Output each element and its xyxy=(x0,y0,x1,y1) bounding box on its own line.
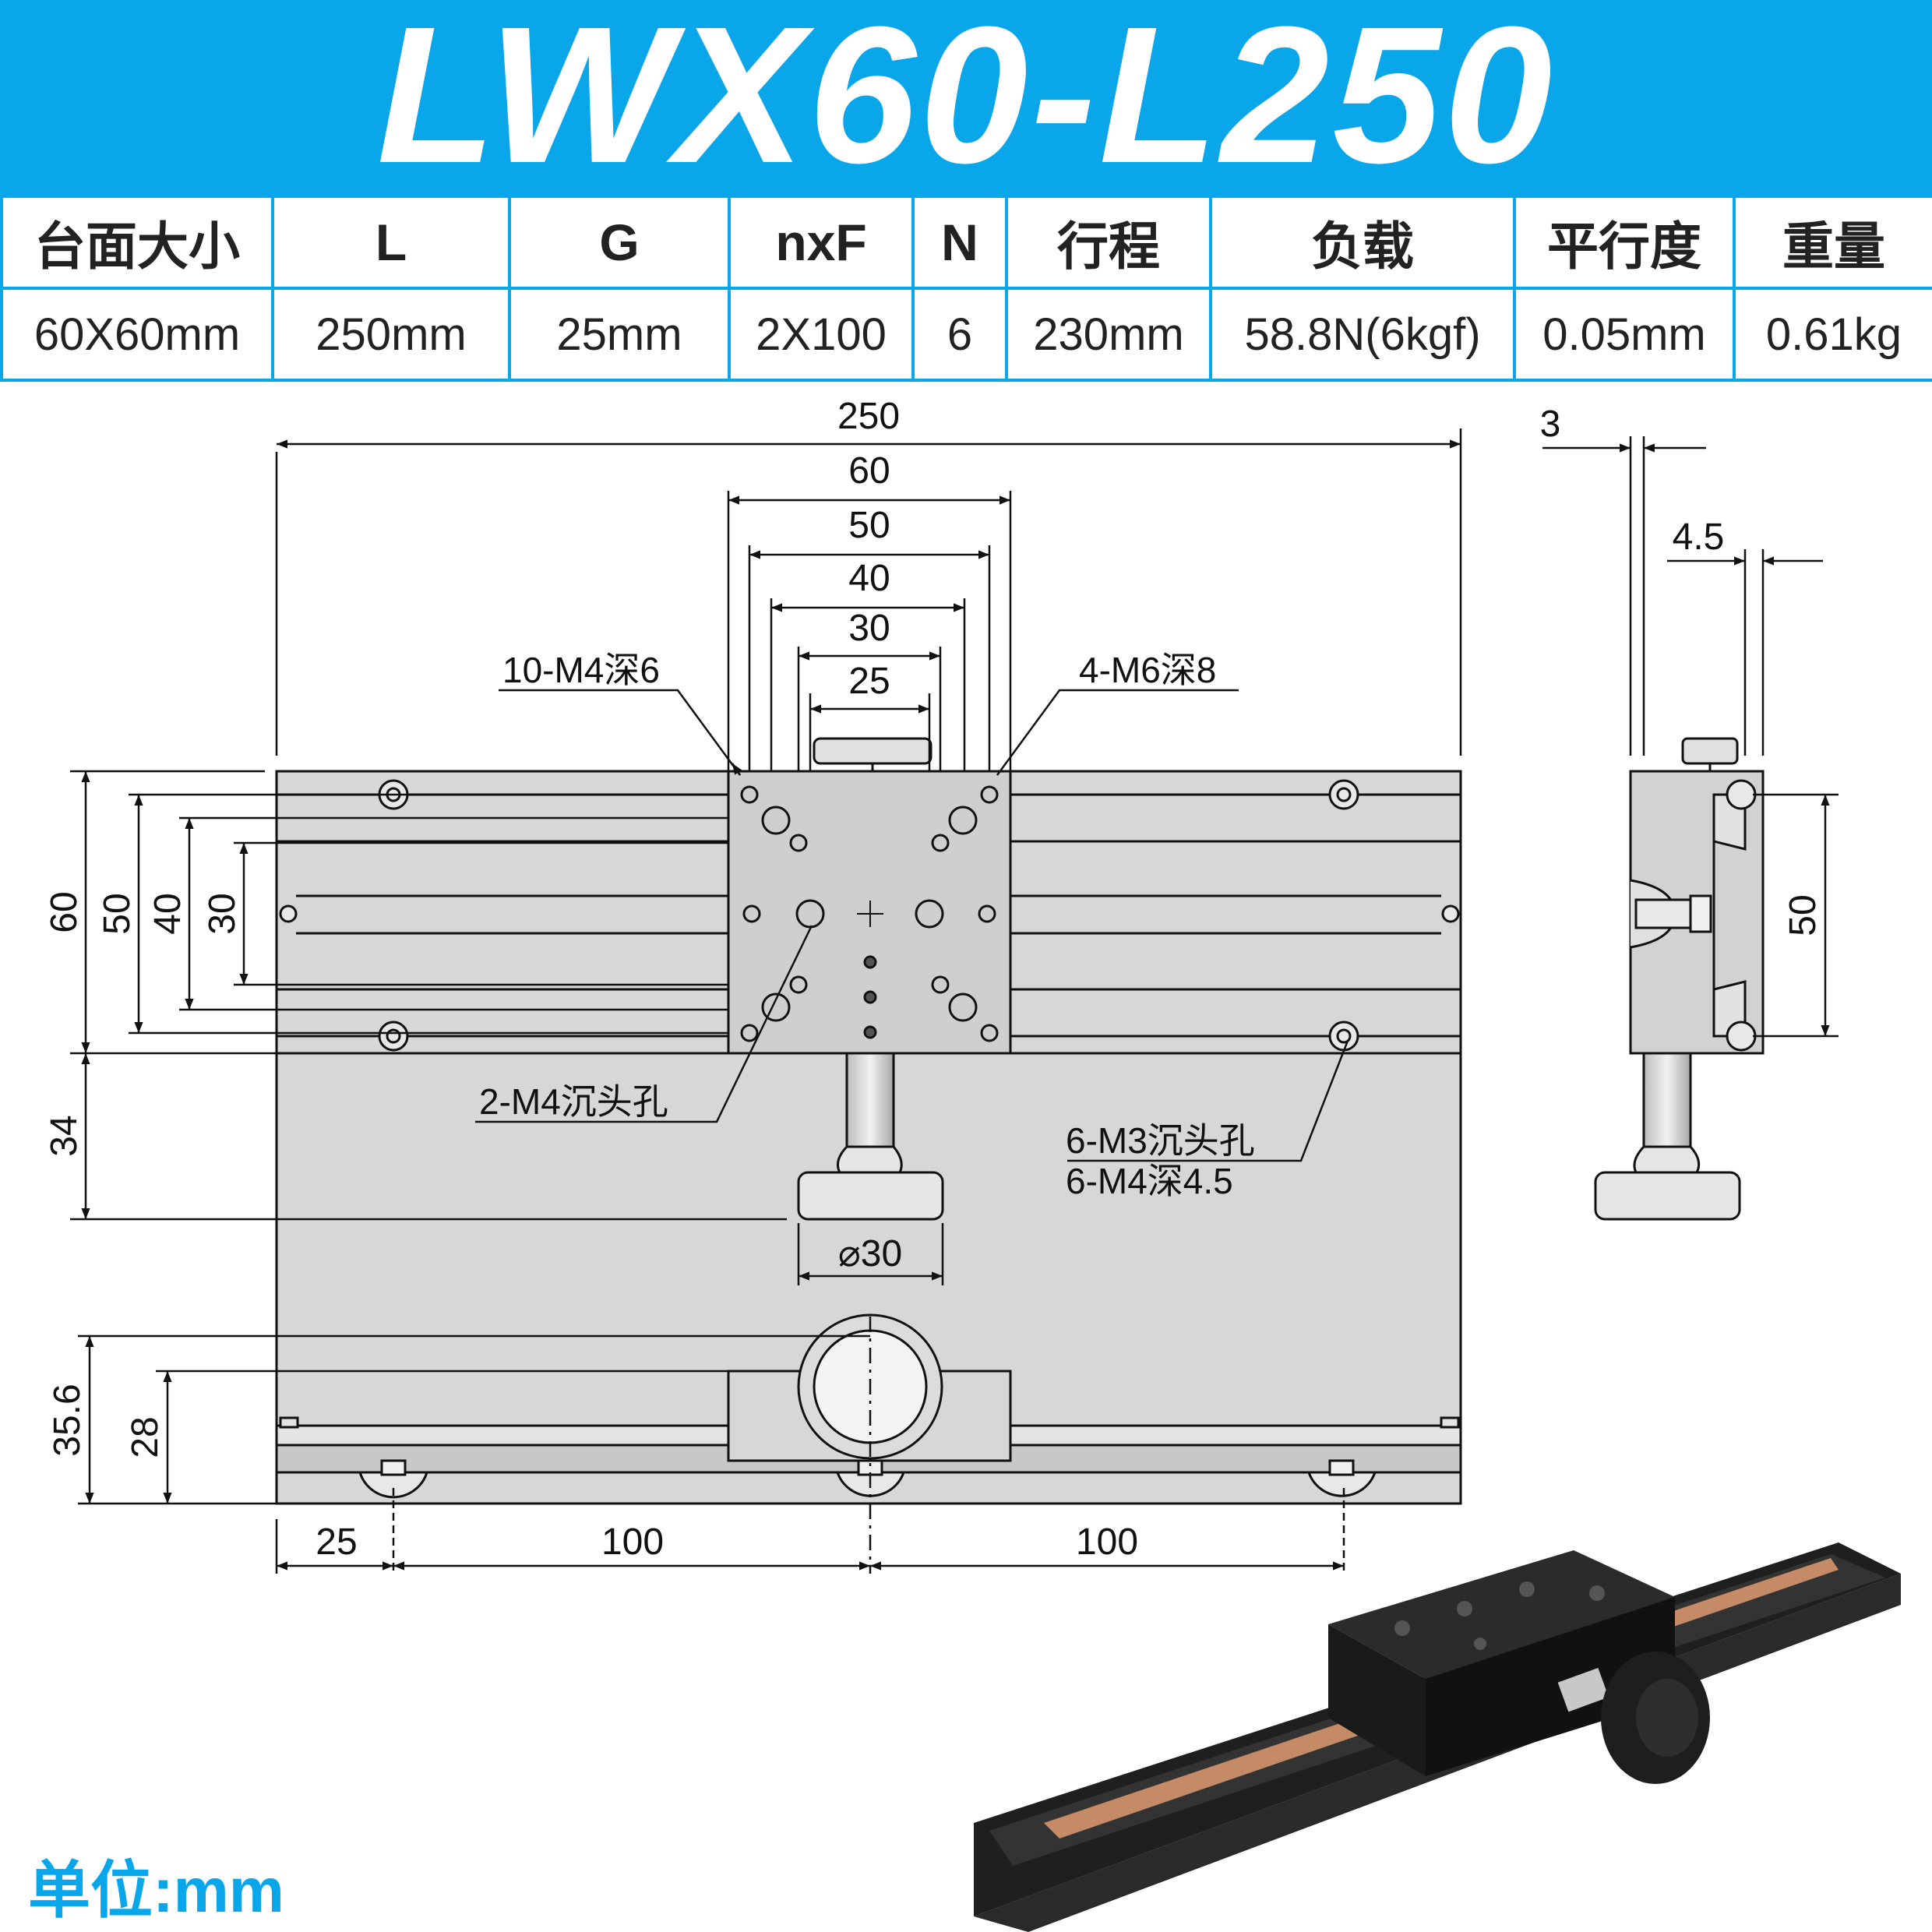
side-dimensions xyxy=(1542,436,1839,1038)
front-dimensions xyxy=(78,1317,1345,1574)
spec-value: 0.61kg xyxy=(1733,287,1932,382)
spec-header-row: 台面大小 L G nxF N 行程 负载 平行度 重量 xyxy=(0,195,1932,290)
rail-hole xyxy=(378,1021,409,1052)
dim-30: 30 xyxy=(848,608,890,649)
m6-hole xyxy=(948,992,978,1022)
side-view xyxy=(1594,737,1765,1221)
m4-hole xyxy=(789,834,808,852)
dim-knob-diameter: ⌀30 xyxy=(838,1233,902,1274)
callout-6-m3-countersink: 6-M3沉头孔 xyxy=(1066,1120,1255,1161)
side-screw xyxy=(1726,1021,1757,1052)
model-title: LWX60-L250 xyxy=(376,0,1556,203)
dim-left-30: 30 xyxy=(202,893,243,934)
m6-hole xyxy=(948,806,978,835)
spec-value: 230mm xyxy=(1005,287,1212,382)
m4-hole xyxy=(980,1024,999,1042)
knob-neck xyxy=(837,1145,903,1174)
product-knob-shaft xyxy=(1557,1667,1609,1712)
product-carriage-front xyxy=(1328,1624,1426,1776)
spec-value: 2X100 xyxy=(728,287,915,382)
callout-4-m6: 4-M6深8 xyxy=(1079,650,1216,690)
side-dimension-labels: 3 4.5 50 xyxy=(1540,404,1824,936)
spec-header: N xyxy=(911,195,1008,290)
side-knob-shaft xyxy=(1642,1052,1692,1148)
spec-header: 行程 xyxy=(1005,195,1212,290)
front-dimension-labels: 35.6 28 25 100 100 xyxy=(47,1384,1138,1563)
top-knob-clamp xyxy=(813,737,933,765)
dim-side-50: 50 xyxy=(1782,894,1824,936)
dim-left-60: 60 xyxy=(44,891,85,933)
adjustment-knob xyxy=(797,1171,944,1221)
dim-40: 40 xyxy=(848,558,890,599)
m4-hole xyxy=(740,785,759,804)
dim-25: 25 xyxy=(848,661,890,702)
m4-hole xyxy=(978,904,996,923)
side-clamp xyxy=(1681,737,1739,765)
spec-value: 58.8N(6kgf) xyxy=(1209,287,1516,382)
spec-header: G xyxy=(508,195,731,290)
dim-bottom-25: 25 xyxy=(316,1521,357,1563)
spec-header: 台面大小 xyxy=(0,195,274,290)
side-screw xyxy=(1726,779,1757,810)
top-dimensions xyxy=(70,428,1462,1285)
product-carriage-top xyxy=(1328,1550,1675,1679)
product-carriage-side xyxy=(1426,1597,1675,1776)
rail-hole xyxy=(1328,779,1359,810)
spec-value: 25mm xyxy=(508,287,731,382)
spec-header: 负载 xyxy=(1209,195,1516,290)
m6-hole xyxy=(761,806,791,835)
callout-2-m4-countersink: 2-M4沉头孔 xyxy=(479,1081,668,1122)
knob-shaft xyxy=(845,1052,895,1148)
side-knob xyxy=(1594,1171,1741,1221)
dim-side-4-5: 4.5 xyxy=(1673,516,1725,558)
dim-250: 250 xyxy=(837,396,900,437)
countersink-hole xyxy=(915,899,944,929)
dim-left-50: 50 xyxy=(97,893,138,934)
product-illustration xyxy=(974,1542,1901,1932)
unit-label: 单位:mm xyxy=(28,1856,284,1925)
m4-hole xyxy=(740,1024,759,1042)
m4-hole xyxy=(789,975,808,994)
spec-header: nxF xyxy=(728,195,915,290)
rail-hole xyxy=(1328,1021,1359,1052)
technical-drawing: 250 60 50 40 30 25 60 50 40 30 34 ⌀30 10… xyxy=(44,396,1901,1932)
spec-value: 60X60mm xyxy=(0,287,274,382)
dim-left-40: 40 xyxy=(147,893,189,934)
m6-hole xyxy=(761,992,791,1022)
dim-bottom-100-left: 100 xyxy=(601,1521,664,1563)
rail-screw xyxy=(279,904,298,923)
spec-value: 6 xyxy=(911,287,1008,382)
callout-6-m4-tapped: 6-M4深4.5 xyxy=(1066,1161,1233,1201)
dim-50: 50 xyxy=(848,505,890,546)
spec-header: 平行度 xyxy=(1513,195,1736,290)
dim-front-35-6: 35.6 xyxy=(47,1384,88,1456)
front-view xyxy=(275,1313,1462,1505)
spec-value-row: 60X60mm 250mm 25mm 2X100 6 230mm 58.8N(6… xyxy=(0,287,1932,382)
m4-hole xyxy=(742,904,761,923)
m4-hole xyxy=(980,785,999,804)
m4-hole xyxy=(931,834,950,852)
dim-front-28: 28 xyxy=(125,1416,166,1458)
spec-value: 0.05mm xyxy=(1513,287,1736,382)
m4-hole xyxy=(931,975,950,994)
spec-header: 重量 xyxy=(1733,195,1932,290)
spec-value: 250mm xyxy=(271,287,511,382)
rail-screw xyxy=(1441,904,1460,923)
top-dimension-labels: 250 60 50 40 30 25 60 50 40 30 34 ⌀30 10… xyxy=(44,396,1255,1274)
dim-side-3: 3 xyxy=(1540,404,1561,445)
title-bar: LWX60-L250 xyxy=(0,0,1932,195)
spec-header: L xyxy=(271,195,511,290)
dim-60: 60 xyxy=(848,450,890,492)
spec-table: 台面大小 L G nxF N 行程 负载 平行度 重量 60X60mm 250m… xyxy=(0,195,1932,382)
dim-left-34: 34 xyxy=(44,1115,85,1156)
dim-bottom-100-right: 100 xyxy=(1076,1521,1138,1563)
callout-10-m4: 10-M4深6 xyxy=(502,650,660,690)
